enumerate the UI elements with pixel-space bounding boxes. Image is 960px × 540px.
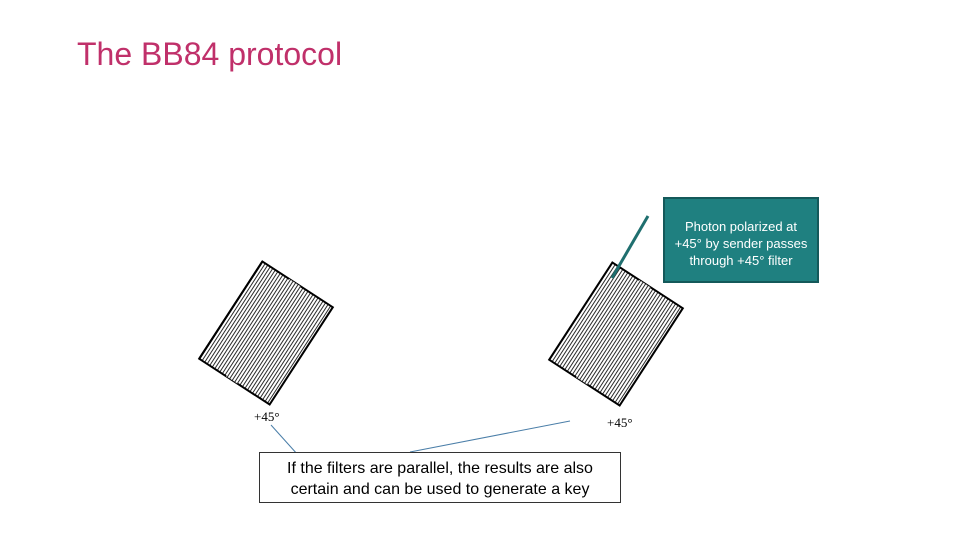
right-filter-angle-label: +45° [607, 415, 633, 430]
callout-line-2: +45° by sender passes [674, 236, 808, 251]
left-polarizer-filter [197, 260, 335, 406]
callout-line-3: through +45° filter [689, 253, 793, 268]
pointer-line-right [409, 420, 571, 453]
note-line-2: certain and can be used to generate a ke… [290, 481, 590, 498]
photon-callout: Photon polarized at +45° by sender passe… [663, 197, 819, 283]
right-polarizer-filter [547, 261, 685, 407]
pointer-line-left [270, 424, 299, 456]
slide-title: The BB84 protocol [77, 36, 343, 72]
parallel-filters-note: If the filters are parallel, the results… [259, 452, 621, 503]
callout-line-1: Photon polarized at [684, 219, 798, 234]
note-line-1: If the filters are parallel, the results… [287, 460, 593, 477]
photon-ray [610, 215, 650, 279]
left-filter-angle-label: +45° [254, 409, 280, 424]
